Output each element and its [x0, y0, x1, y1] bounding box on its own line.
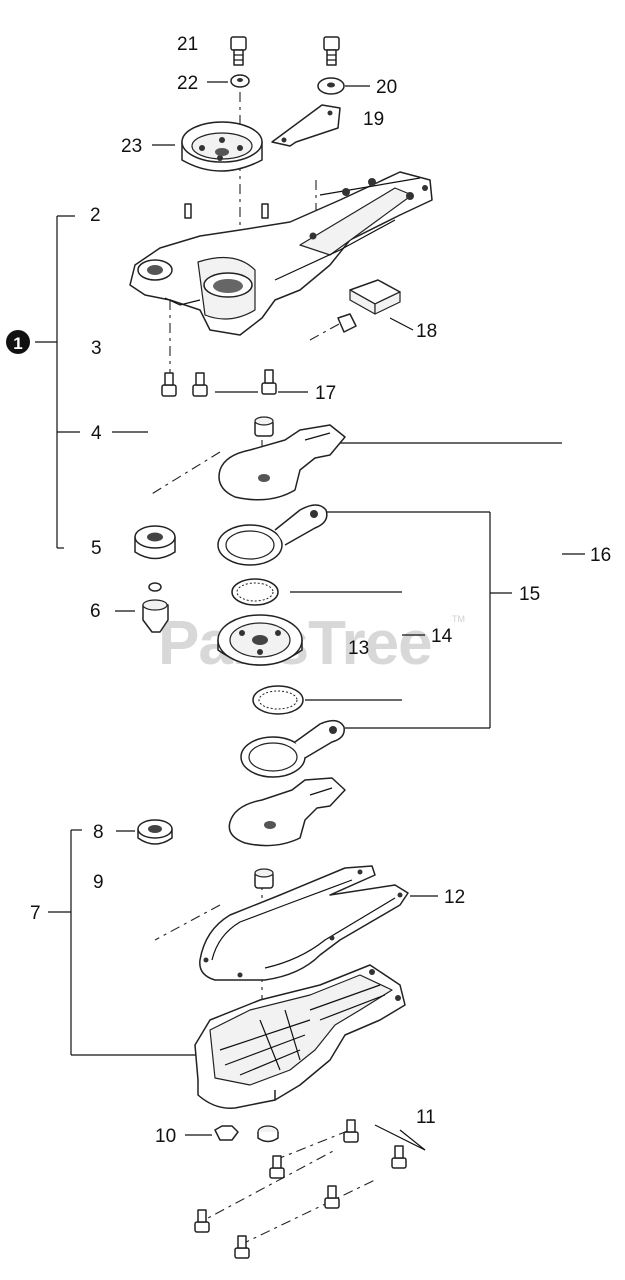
drum-23-icon — [181, 121, 263, 172]
label-10: 10 — [155, 1126, 176, 1147]
watermark: PartsTree TM — [158, 609, 465, 678]
assembly-callout: 1 — [6, 330, 30, 354]
label-2: 2 — [90, 205, 101, 226]
label-14: 14 — [431, 626, 453, 647]
gasket-15-lower-icon — [240, 719, 345, 778]
screw-17-icon — [161, 369, 277, 397]
bearing-5-icon — [134, 525, 176, 560]
sleeve-icon — [254, 416, 274, 437]
gasket-15-upper-icon — [217, 504, 328, 566]
label-12: 12 — [444, 887, 465, 908]
label-5: 5 — [91, 538, 102, 559]
assembly-bracket — [35, 215, 80, 549]
label-4: 4 — [91, 423, 102, 444]
washer-22-icon — [230, 74, 250, 88]
label-22: 22 — [177, 73, 198, 94]
part-labels: 21 22 20 19 23 2 3 18 17 4 5 16 15 6 14 … — [30, 34, 611, 1147]
nut-10-icon — [214, 1125, 279, 1143]
watermark-trademark: TM — [452, 614, 465, 624]
upper-housing-icon — [129, 171, 433, 336]
label-23: 23 — [121, 136, 142, 157]
screw-21-icon — [230, 36, 340, 66]
label-16: 16 — [590, 545, 611, 566]
gear-13-icon — [217, 614, 303, 666]
bracket-7 — [48, 829, 205, 1056]
bearing-8-icon — [137, 819, 173, 845]
label-3: 3 — [91, 338, 102, 359]
gasket-12-icon — [199, 865, 409, 981]
needle-ring-upper-icon — [231, 578, 279, 606]
leader-lines — [112, 81, 585, 1151]
label-6: 6 — [90, 601, 101, 622]
label-19: 19 — [363, 109, 384, 130]
label-9: 9 — [93, 872, 104, 893]
plug-icon — [337, 313, 357, 333]
screw-11-icon — [194, 1119, 407, 1259]
bracket-15 — [325, 511, 512, 729]
sleeve-9-icon — [254, 868, 274, 889]
label-21: 21 — [177, 34, 198, 55]
cam-plate-lower-icon — [228, 777, 346, 847]
label-17: 17 — [315, 383, 336, 404]
plate-19-icon — [271, 104, 341, 147]
callout-number: 1 — [13, 334, 22, 353]
block-18-icon — [349, 279, 401, 315]
washer-20-icon — [317, 77, 345, 95]
label-13: 13 — [348, 638, 369, 659]
label-20: 20 — [376, 77, 397, 98]
label-7: 7 — [30, 903, 41, 924]
lower-housing-icon — [194, 964, 406, 1109]
pin-6-icon — [142, 582, 169, 633]
label-11: 11 — [416, 1107, 436, 1128]
cam-plate-upper-icon — [218, 424, 346, 501]
needle-ring-lower-icon — [252, 685, 304, 715]
label-15: 15 — [519, 584, 540, 605]
label-8: 8 — [93, 822, 104, 843]
label-18: 18 — [416, 321, 437, 342]
